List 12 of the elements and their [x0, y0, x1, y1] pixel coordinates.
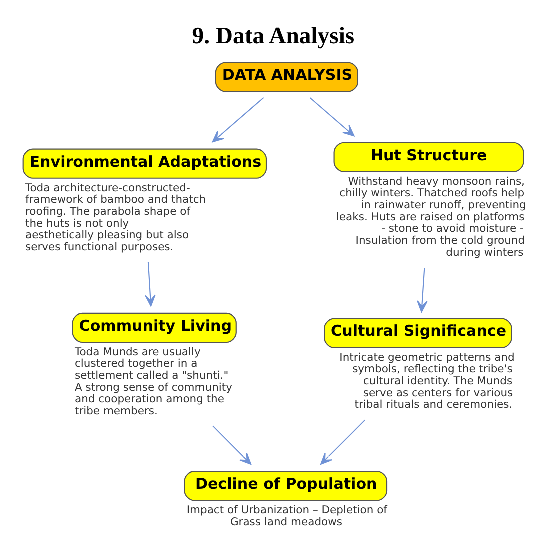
arrow: [417, 268, 428, 313]
node-label: Intricate geometric patterns and symbols, reflecting the tribe's cultural identity. The Munds serve as centers for various tribal rituals and ceremonies.: [340, 350, 515, 412]
arrow: [212, 97, 264, 143]
arrow: [320, 420, 366, 465]
arrow: [310, 97, 355, 137]
node-label: Withstand heavy monsoon rains, chilly winters. Thatched roofs help in rainwater runoff, preventing leaks. Huts are raised on platforms - stone to avoid moisture - Insulation from the cold ground during winters: [336, 174, 526, 259]
node-label: Toda architecture-constructed-framework of bamboo and thatch roofing. The parabola shape of the huts is not only aesthetically pleasing but also serves functional purposes.: [25, 181, 206, 254]
arrow: [212, 426, 252, 466]
arrow: [145, 262, 156, 307]
diagram-title: 9. Data Analysis: [192, 23, 355, 50]
node-label: Impact of Urbanization – Depletion of Grass land meadows: [186, 504, 388, 528]
node-label: Toda Munds are usually clustered together in a settlement called a "shunti." A strong sense of community and cooperation among the tribe members.: [74, 345, 232, 418]
